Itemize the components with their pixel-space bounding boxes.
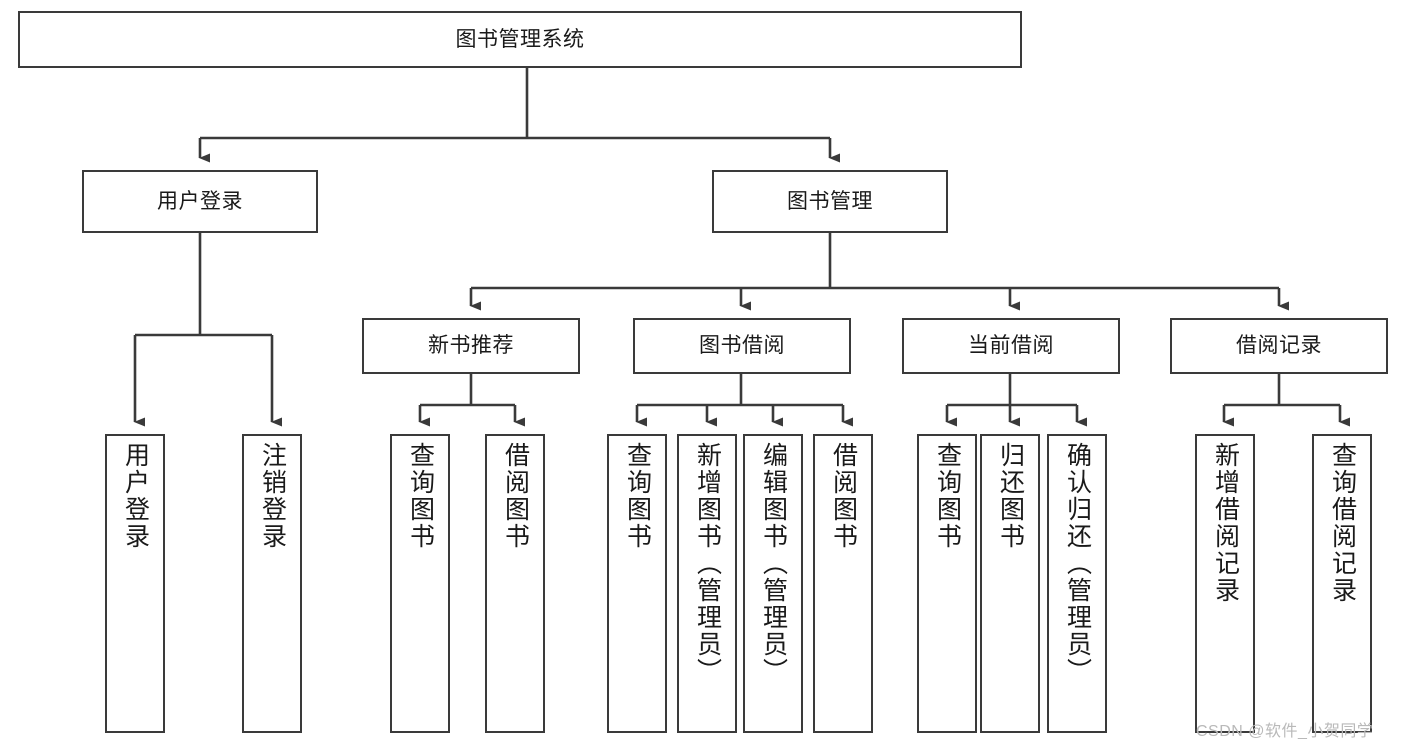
watermark: CSDN @软件_小贺同学 — [1196, 723, 1374, 740]
leaf-edit-book-admin-label: 编辑图书（管理员） — [759, 442, 788, 685]
node-book-borrow[interactable]: 图书借阅 — [633, 318, 851, 374]
leaf-return-book[interactable]: 归还图书 — [980, 434, 1040, 733]
node-current-borrow[interactable]: 当前借阅 — [902, 318, 1120, 374]
node-new-book-recommend-label: 新书推荐 — [428, 334, 514, 358]
leaf-add-borrow-record[interactable]: 新增借阅记录 — [1195, 434, 1255, 733]
leaf-query-book-recommend[interactable]: 查询图书 — [390, 434, 450, 733]
leaf-user-login-label: 用户登录 — [121, 442, 150, 550]
leaf-query-borrow-record-label: 查询借阅记录 — [1328, 442, 1357, 604]
leaf-query-book-borrow[interactable]: 查询图书 — [607, 434, 667, 733]
leaf-edit-book-admin[interactable]: 编辑图书（管理员） — [743, 434, 803, 733]
node-current-borrow-label: 当前借阅 — [968, 334, 1054, 358]
leaf-borrow-book-label: 借阅图书 — [829, 442, 858, 550]
node-root[interactable]: 图书管理系统 — [18, 11, 1022, 68]
leaf-confirm-return-admin[interactable]: 确认归还（管理员） — [1047, 434, 1107, 733]
leaf-borrow-book-recommend[interactable]: 借阅图书 — [485, 434, 545, 733]
leaf-borrow-book[interactable]: 借阅图书 — [813, 434, 873, 733]
leaf-add-borrow-record-label: 新增借阅记录 — [1211, 442, 1240, 604]
leaf-return-book-label: 归还图书 — [996, 442, 1025, 550]
node-book-management[interactable]: 图书管理 — [712, 170, 948, 233]
leaf-query-borrow-record[interactable]: 查询借阅记录 — [1312, 434, 1372, 733]
leaf-query-book-recommend-label: 查询图书 — [406, 442, 435, 550]
leaf-query-book-current[interactable]: 查询图书 — [917, 434, 977, 733]
leaf-query-book-current-label: 查询图书 — [933, 442, 962, 550]
node-borrow-record[interactable]: 借阅记录 — [1170, 318, 1388, 374]
leaf-logout[interactable]: 注销登录 — [242, 434, 302, 733]
node-user-login[interactable]: 用户登录 — [82, 170, 318, 233]
node-root-label: 图书管理系统 — [455, 27, 585, 51]
node-user-login-label: 用户登录 — [157, 189, 243, 213]
leaf-borrow-book-recommend-label: 借阅图书 — [501, 442, 530, 550]
node-borrow-record-label: 借阅记录 — [1236, 334, 1322, 358]
node-book-management-label: 图书管理 — [787, 189, 873, 213]
node-book-borrow-label: 图书借阅 — [699, 334, 785, 358]
leaf-add-book-admin[interactable]: 新增图书（管理员） — [677, 434, 737, 733]
leaf-query-book-borrow-label: 查询图书 — [623, 442, 652, 550]
leaf-confirm-return-admin-label: 确认归还（管理员） — [1063, 442, 1092, 685]
leaf-add-book-admin-label: 新增图书（管理员） — [693, 442, 722, 685]
leaf-user-login[interactable]: 用户登录 — [105, 434, 165, 733]
node-new-book-recommend[interactable]: 新书推荐 — [362, 318, 580, 374]
leaf-logout-label: 注销登录 — [258, 442, 287, 550]
